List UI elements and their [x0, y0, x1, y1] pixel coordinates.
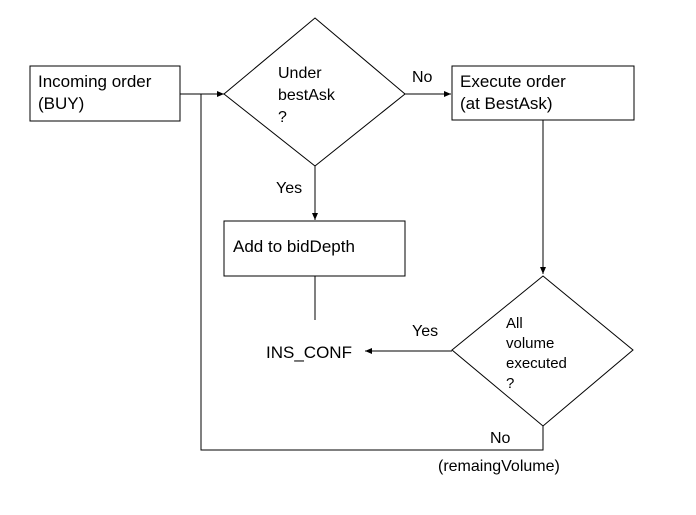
- incoming-order-line2: (BUY): [38, 94, 84, 113]
- under-best-ask-line3: ?: [278, 109, 287, 126]
- under-best-ask-line1: Under: [278, 65, 322, 82]
- node-incoming-order: Incoming order (BUY): [29, 65, 181, 122]
- node-execute-order: Execute order (at BestAsk): [451, 65, 635, 121]
- execute-order-box: [451, 65, 635, 121]
- edge-label-no-loop: No: [490, 430, 511, 447]
- incoming-order-box: [29, 65, 181, 122]
- node-add-to-bid-depth: Add to bidDepth: [223, 220, 406, 277]
- add-to-bid-depth-label: Add to bidDepth: [233, 237, 355, 256]
- edge-label-no-execute: No: [412, 69, 433, 86]
- execute-order-line2: (at BestAsk): [460, 94, 553, 113]
- all-volume-executed-diamond: [451, 275, 634, 427]
- node-all-volume-executed: All volume executed ?: [451, 275, 634, 427]
- incoming-order-line1: Incoming order: [38, 72, 152, 91]
- ins-conf-label: INS_CONF: [266, 343, 352, 362]
- all-volume-executed-line3: executed: [506, 355, 567, 372]
- add-to-bid-depth-box: [223, 220, 406, 277]
- edge-labels: No Yes Yes No (remaingVolume): [276, 69, 560, 475]
- all-volume-executed-line2: volume: [506, 335, 554, 352]
- edges: [180, 91, 546, 451]
- node-ins-conf: INS_CONF: [266, 343, 352, 362]
- under-best-ask-line2: bestAsk: [278, 87, 336, 104]
- execute-order-line1: Execute order: [460, 72, 566, 91]
- edge-label-yes-add: Yes: [276, 180, 302, 197]
- edge-label-yes-insconf: Yes: [412, 323, 438, 340]
- all-volume-executed-line1: All: [506, 315, 523, 332]
- edge-check-loop-back: [200, 94, 544, 451]
- all-volume-executed-line4: ?: [506, 375, 514, 392]
- edge-note-remaining-volume: (remaingVolume): [438, 458, 560, 475]
- node-under-best-ask: Under bestAsk ?: [223, 17, 406, 167]
- under-best-ask-diamond: [223, 17, 406, 167]
